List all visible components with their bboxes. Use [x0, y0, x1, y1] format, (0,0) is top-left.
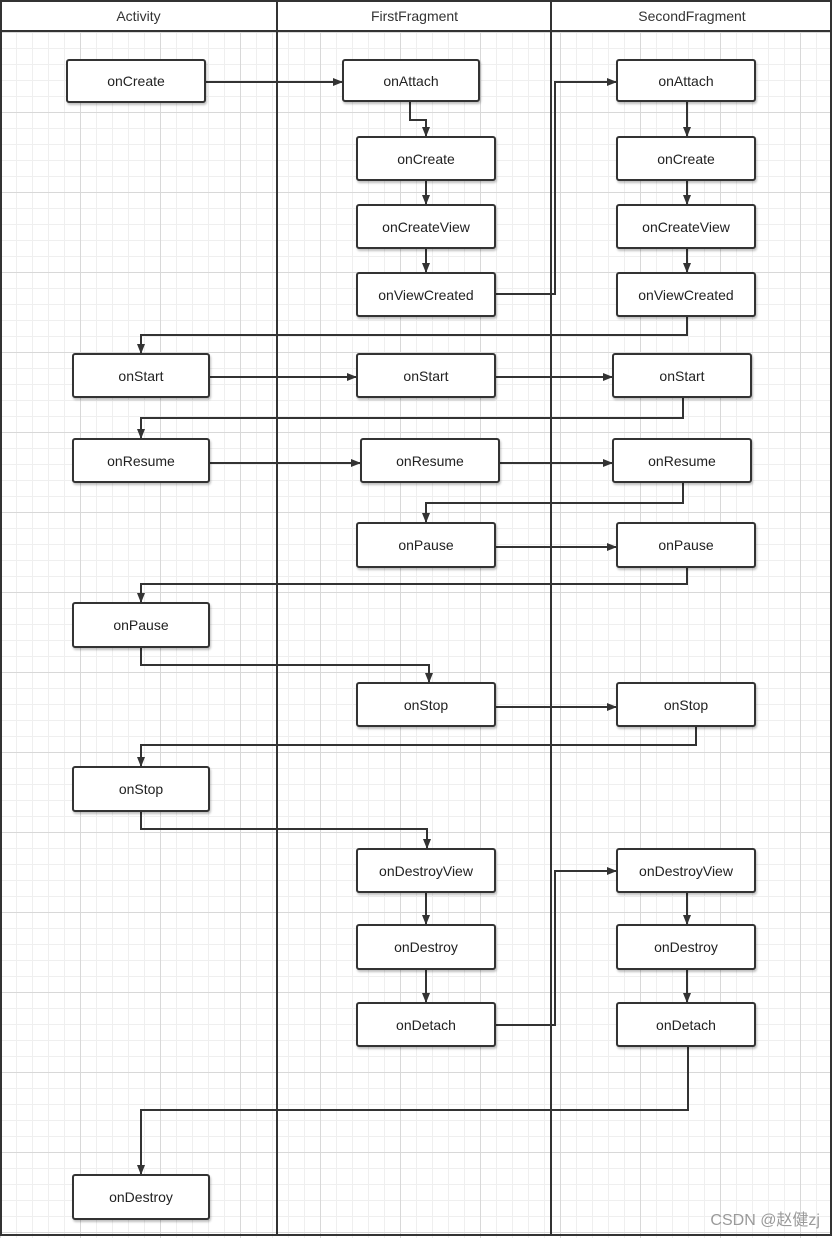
second-fragment-onattach-node: onAttach	[616, 59, 756, 102]
edge-act-onpause-to-f1-onstop	[140, 647, 433, 683]
second-fragment-onviewcreated-node: onViewCreated	[616, 272, 756, 317]
second-fragment-onresume-node: onResume	[612, 438, 752, 483]
second-fragment-onstop-node: onStop	[616, 682, 756, 727]
first-fragment-onpause-node: onPause	[356, 522, 496, 568]
first-fragment-ondestroyview-node: onDestroyView	[356, 848, 496, 893]
second-fragment-ondestroyview-node: onDestroyView	[616, 848, 756, 893]
activity-onstop-node: onStop	[72, 766, 210, 812]
lane-header-activity: Activity	[0, 0, 277, 32]
activity-onresume-node: onResume	[72, 438, 210, 483]
second-fragment-ondetach-node: onDetach	[616, 1002, 756, 1047]
second-fragment-onstart-node: onStart	[612, 353, 752, 398]
edge-act-onstop-to-f1-ondestroyview	[140, 811, 431, 849]
first-fragment-onstart-node: onStart	[356, 353, 496, 398]
first-fragment-ondetach-node: onDetach	[356, 1002, 496, 1047]
edge-f2-onviewcreated-to-act-onstart	[137, 316, 688, 354]
second-fragment-onpause-node: onPause	[616, 522, 756, 568]
lane-divider	[276, 0, 278, 1236]
first-fragment-onviewcreated-node: onViewCreated	[356, 272, 496, 317]
edge-f1-onviewcreated-to-f2-onattach	[496, 78, 617, 295]
edge-f1-onattach-to-f1-oncreate	[409, 101, 430, 137]
second-fragment-oncreate-node: onCreate	[616, 136, 756, 181]
edge-f2-onpause-to-act-onpause	[137, 567, 688, 603]
watermark: CSDN @赵健zj	[710, 1212, 820, 1229]
first-fragment-onresume-node: onResume	[360, 438, 500, 483]
lane-header-first-fragment: FirstFragment	[277, 0, 552, 32]
first-fragment-onattach-node: onAttach	[342, 59, 480, 102]
first-fragment-oncreateview-node: onCreateView	[356, 204, 496, 249]
edge-f2-ondetach-to-act-ondestroy	[137, 1046, 689, 1175]
lane-divider	[550, 0, 552, 1236]
activity-ondestroy-node: onDestroy	[72, 1174, 210, 1220]
first-fragment-onstop-node: onStop	[356, 682, 496, 727]
second-fragment-ondestroy-node: onDestroy	[616, 924, 756, 970]
activity-onpause-node: onPause	[72, 602, 210, 648]
first-fragment-oncreate-node: onCreate	[356, 136, 496, 181]
activity-oncreate-node: onCreate	[66, 59, 206, 103]
edge-f2-onstop-to-act-onstop	[137, 727, 697, 767]
second-fragment-oncreateview-node: onCreateView	[616, 204, 756, 249]
edge-f1-ondetach-to-f2-ondestroyview	[496, 867, 617, 1026]
edge-f2-onstart-to-act-onresume	[137, 397, 684, 439]
edge-f2-onresume-to-f1-onpause	[422, 482, 684, 523]
first-fragment-ondestroy-node: onDestroy	[356, 924, 496, 970]
lane-header-second-fragment: SecondFragment	[552, 0, 832, 32]
activity-onstart-node: onStart	[72, 353, 210, 398]
